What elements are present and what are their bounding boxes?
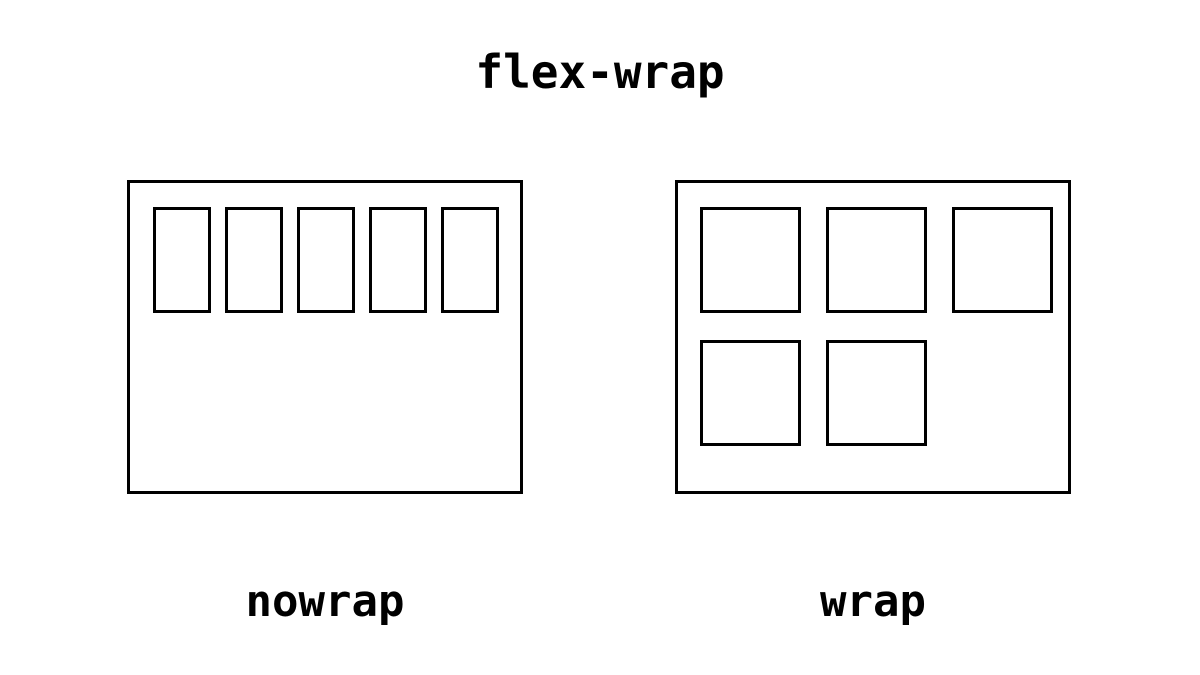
flex-item — [952, 207, 1053, 313]
flex-item — [225, 207, 283, 313]
nowrap-caption: nowrap — [245, 576, 405, 627]
wrap-caption: wrap — [820, 576, 926, 627]
flex-item — [369, 207, 427, 313]
flex-item — [153, 207, 211, 313]
flex-item — [441, 207, 499, 313]
flex-item — [297, 207, 355, 313]
flex-item — [826, 207, 927, 313]
nowrap-container — [127, 180, 523, 494]
wrap-container — [675, 180, 1071, 494]
flex-item — [700, 340, 801, 446]
diagram-title: flex-wrap — [475, 45, 725, 99]
flex-item — [700, 207, 801, 313]
flex-item — [826, 340, 927, 446]
